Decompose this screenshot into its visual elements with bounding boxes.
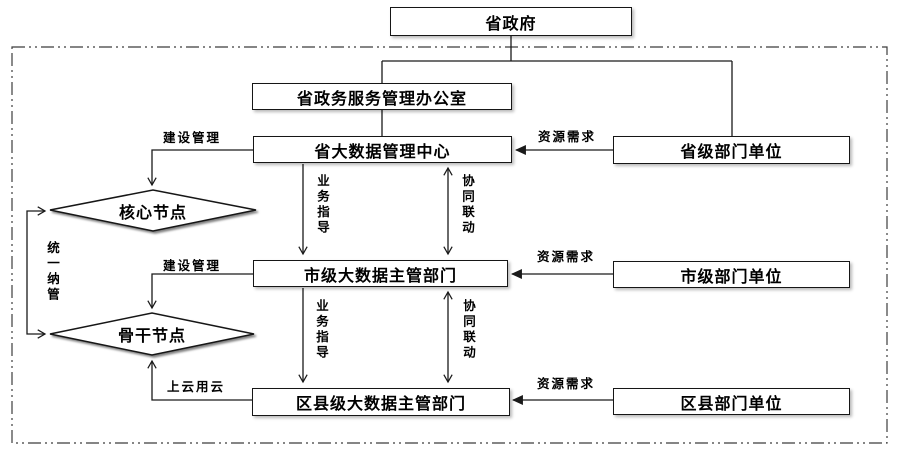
node-backbone-node-label: 骨干节点 bbox=[117, 328, 186, 345]
node-provincial-bigdata-center: 省大数据管理中心 bbox=[253, 136, 512, 163]
label-resource-demand-2: 资源需求 bbox=[536, 250, 595, 264]
node-provincial-government: 省政府 bbox=[390, 7, 632, 36]
label-business-guidance-1: 业务指导 bbox=[315, 174, 329, 236]
label-resource-demand-3: 资源需求 bbox=[536, 377, 595, 391]
label-unified-management: 统一纳管 bbox=[45, 241, 59, 303]
label-business-guidance-2: 业务指导 bbox=[314, 299, 328, 361]
edge-construction-1 bbox=[147, 149, 253, 187]
edge-cloud-usage bbox=[147, 359, 252, 401]
edge-unified-management bbox=[26, 206, 47, 339]
label-resource-demand-1: 资源需求 bbox=[537, 130, 596, 144]
label-coordination-1: 协同联动 bbox=[460, 174, 474, 236]
edge-construction-2 bbox=[147, 273, 253, 310]
label-construction-mgmt-1: 建设管理 bbox=[162, 131, 221, 145]
node-county-bigdata-dept: 区县级大数据主管部门 bbox=[252, 388, 510, 416]
node-county-departments: 区县部门单位 bbox=[613, 388, 850, 415]
node-provincial-departments: 省级部门单位 bbox=[613, 136, 850, 164]
node-municipal-departments: 市级部门单位 bbox=[613, 261, 850, 288]
label-coordination-2: 协同联动 bbox=[461, 299, 475, 361]
label-construction-mgmt-2: 建设管理 bbox=[162, 259, 221, 273]
backbone-node-shape bbox=[49, 312, 255, 356]
label-cloud-usage: 上云用云 bbox=[166, 380, 225, 394]
node-municipal-bigdata-dept: 市级大数据主管部门 bbox=[253, 260, 508, 287]
scope-dashed-border bbox=[11, 46, 888, 444]
core-node-shape bbox=[49, 189, 257, 232]
node-provincial-affairs-office: 省政务服务管理办公室 bbox=[252, 83, 512, 110]
node-core-node-label: 核心节点 bbox=[118, 204, 187, 222]
